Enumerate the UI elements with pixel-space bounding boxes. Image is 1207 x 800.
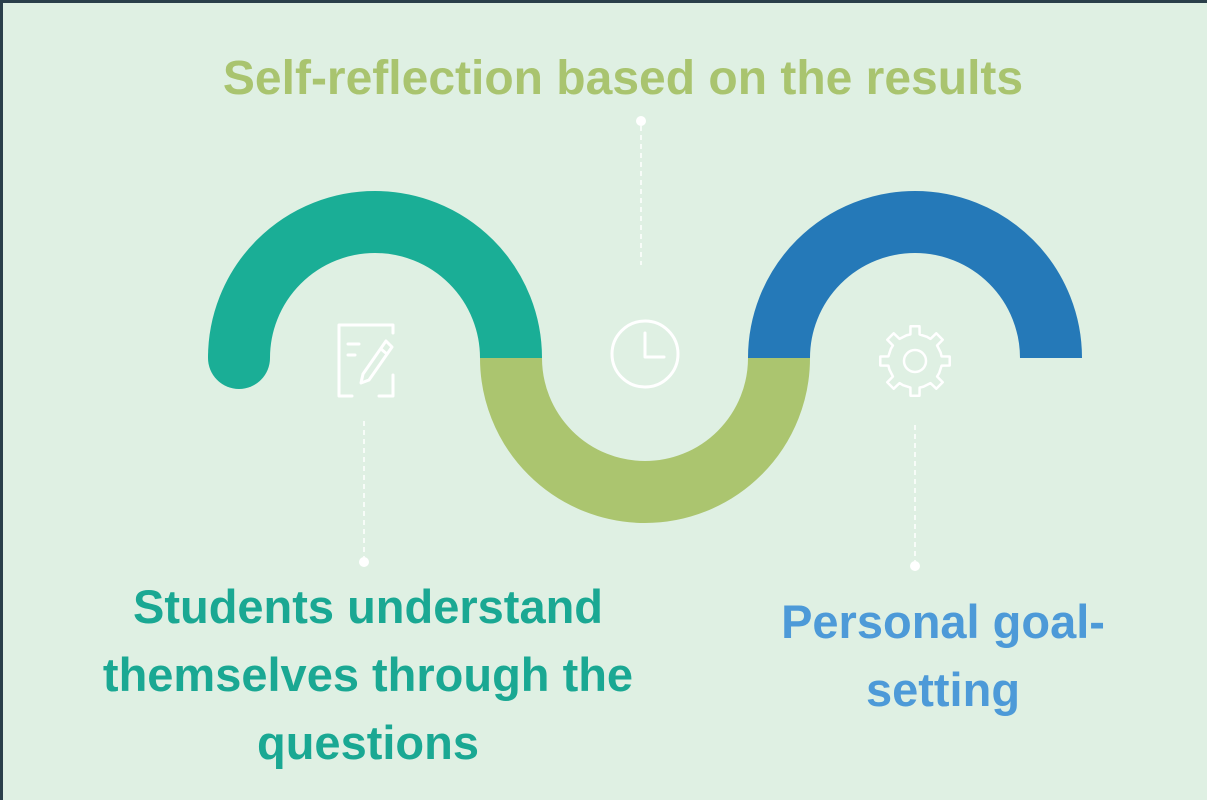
blue-arc — [748, 191, 1082, 359]
edit-document-icon — [337, 323, 395, 398]
gear-icon — [879, 325, 951, 397]
clock-icon — [610, 319, 680, 389]
wave-diagram — [208, 116, 1082, 571]
gear-outline — [879, 325, 951, 397]
stage-label-understand-themselves: Students understand themselves through t… — [102, 580, 634, 769]
teal-arc-cap — [208, 327, 270, 389]
stage-label-self-reflection: Self-reflection based on the results — [222, 52, 1024, 105]
stage-label-goal-setting: Personal goal-setting — [781, 595, 1105, 716]
teal-arc — [208, 191, 542, 359]
gear-hole — [902, 348, 928, 374]
connector-top — [636, 116, 646, 265]
connector-bottom-right — [910, 425, 920, 571]
connector-bottom-left — [359, 421, 369, 567]
green-arc — [480, 357, 810, 523]
